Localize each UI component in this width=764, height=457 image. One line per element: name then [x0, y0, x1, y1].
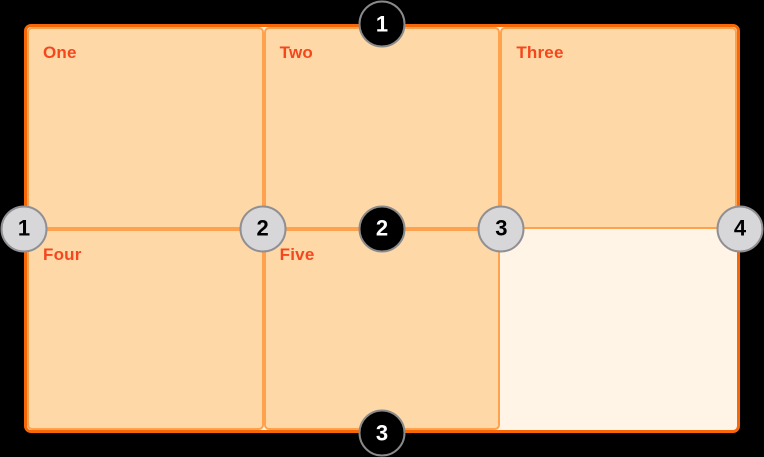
grid-cell-three: Three: [500, 27, 737, 229]
cell-label-five: Five: [279, 244, 315, 264]
grid-container: One Two Three Four Five: [24, 24, 740, 433]
grid-cell-two: Two: [263, 27, 501, 229]
grid-empty-slot: [500, 229, 737, 431]
cell-label-two: Two: [279, 43, 313, 62]
cell-label-three: Three: [516, 43, 564, 62]
grid-cell-four: Four: [27, 228, 264, 430]
grid-cell-five: Five: [263, 228, 501, 430]
cell-label-one: One: [43, 43, 77, 62]
grid-cell-one: One: [27, 27, 264, 229]
cell-label-four: Four: [43, 244, 82, 264]
